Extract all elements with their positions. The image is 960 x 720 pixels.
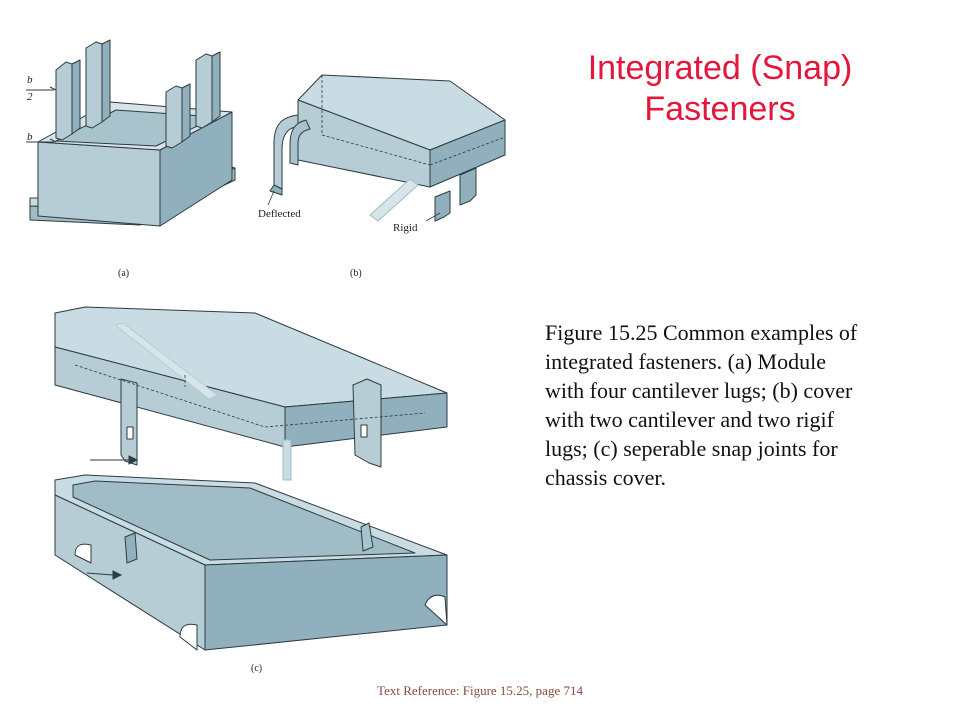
- title-line-2: Fasteners: [644, 90, 796, 128]
- text-reference: Text Reference: Figure 15.25, page 714: [377, 683, 583, 698]
- rigid-label: Rigid: [393, 222, 418, 234]
- caption-line: lugs; (c) seperable snap joints for: [545, 436, 838, 461]
- slide-title: Integrated (Snap) Fasteners: [540, 48, 900, 130]
- figure-b-cover: Deflected Rigid (b): [258, 74, 506, 279]
- caption-line: with two cantilever and two rigif: [545, 407, 834, 432]
- caption-line: chassis cover.: [545, 465, 666, 490]
- figure-b-label: (b): [350, 268, 362, 279]
- figure-caption: Figure 15.25 Common examples of integrat…: [545, 318, 910, 492]
- title-line-1: Integrated (Snap): [587, 49, 853, 87]
- caption-line: Figure 15.25 Common examples of: [545, 320, 858, 345]
- figure-a-module: b 2 b (a): [26, 39, 236, 279]
- figure-c-label: (c): [251, 663, 262, 674]
- dim-top-denominator: 2: [27, 91, 33, 103]
- dim-top-numerator: b: [27, 74, 33, 86]
- deflected-label: Deflected: [258, 208, 301, 220]
- figure-c-chassis: (c): [54, 306, 448, 674]
- figure-a-label: (a): [118, 268, 129, 279]
- caption-line: integrated fasteners. (a) Module: [545, 349, 826, 374]
- caption-line: with four cantilever lugs; (b) cover: [545, 378, 853, 403]
- dim-bottom: b: [27, 131, 33, 143]
